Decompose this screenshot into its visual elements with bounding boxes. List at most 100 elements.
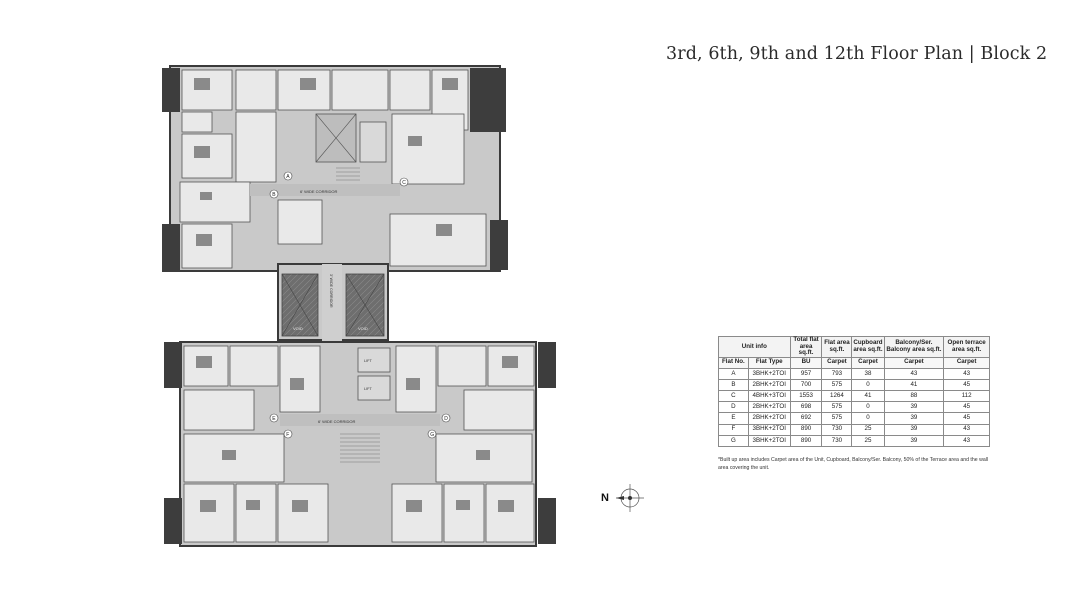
corridor-label-bottom: 6' WIDE CORRIDOR — [318, 419, 356, 424]
table-cell: 41 — [883, 378, 945, 392]
table-cell: 45 — [943, 378, 990, 392]
unit-info-header: Unit info — [718, 336, 791, 358]
table-cell: 39 — [883, 412, 945, 425]
table-cell: 45 — [943, 401, 990, 414]
unit-info-table-container: Unit info Total flat area sq.ft. Flat ar… — [718, 336, 990, 448]
table-cell: 2BHK+2TOI — [747, 401, 791, 414]
table-cell: A — [718, 367, 749, 380]
table-cell: 692 — [789, 412, 823, 425]
subheader-cell: Carpet — [943, 356, 990, 369]
table-cell: 575 — [821, 412, 853, 425]
flat-marker-d: D — [444, 416, 448, 422]
table-cell: 39 — [883, 423, 945, 436]
floor-plan: 6' WIDE CORRIDOR A B C VOID — [162, 65, 556, 547]
table-cell: 39 — [883, 401, 945, 414]
table-cell: 575 — [821, 378, 853, 392]
flat-marker-b: B — [272, 192, 276, 198]
void-label-2: VOID — [358, 326, 368, 331]
unit-info-table: Unit info Total flat area sq.ft. Flat ar… — [718, 336, 990, 448]
column-header: Flat area sq.ft. — [821, 336, 853, 358]
table-cell: 1264 — [821, 390, 853, 403]
table-cell: 41 — [851, 390, 885, 403]
table-cell: 575 — [821, 401, 853, 414]
terrace-block — [162, 224, 180, 272]
terrace-block — [490, 220, 508, 270]
subheader-cell: Carpet — [821, 356, 853, 369]
table-cell: E — [718, 412, 749, 425]
table-cell: G — [718, 434, 749, 448]
table-cell: 38 — [851, 367, 885, 380]
terrace-block — [470, 68, 506, 132]
flat-marker-a: A — [286, 174, 290, 180]
compass-north-label: N — [601, 492, 609, 504]
table-header-row: Unit info Total flat area sq.ft. Flat ar… — [718, 336, 990, 358]
column-header: Balcony/Ser. Balcony area sq.ft. — [883, 336, 945, 358]
table-cell: 1553 — [789, 390, 823, 403]
table-cell: C — [718, 390, 749, 403]
flat-marker-e: E — [272, 416, 276, 422]
table-cell: 730 — [821, 423, 853, 436]
table-cell: 3BHK+2TOI — [747, 367, 791, 380]
table-cell: 2BHK+2TOI — [747, 412, 791, 425]
corridor-vertical-label: 3' WIDE CORRIDOR — [329, 274, 333, 308]
column-header: Open terrace area sq.ft. — [943, 336, 990, 358]
table-cell: 88 — [883, 390, 945, 403]
subheader-cell: BU — [789, 356, 823, 369]
table-cell: F — [718, 423, 749, 436]
table-cell: D — [718, 401, 749, 414]
table-cell: 957 — [789, 367, 823, 380]
table-cell: 730 — [821, 434, 853, 448]
flat-marker-f: F — [286, 432, 289, 438]
table-cell: 43 — [943, 434, 990, 448]
column-header: Cupboard area sq.ft. — [851, 336, 885, 358]
terrace-block — [538, 498, 556, 544]
table-cell: 4BHK+3TOI — [747, 390, 791, 403]
table-cell: 3BHK+2TOI — [747, 434, 791, 448]
table-cell: 3BHK+2TOI — [747, 423, 791, 436]
table-subheader-row: Flat No. Flat Type BU Carpet Carpet Carp… — [718, 356, 990, 369]
table-cell: 0 — [851, 378, 885, 392]
table-cell: 25 — [851, 434, 885, 448]
column-header: Total flat area sq.ft. — [789, 336, 823, 358]
upper-wing: 6' WIDE CORRIDOR A B C — [162, 65, 508, 272]
void-label: VOID — [293, 326, 303, 331]
subheader-cell: Flat No. — [718, 356, 749, 369]
terrace-block — [164, 342, 182, 388]
table-cell: 43 — [943, 423, 990, 436]
table-cell: 43 — [943, 367, 990, 380]
central-spine: VOID VOID 3' WIDE CORRIDOR — [277, 263, 389, 404]
table-cell: 45 — [943, 412, 990, 425]
table-cell: 112 — [943, 390, 990, 403]
table-cell: 39 — [883, 434, 945, 448]
subheader-cell: Carpet — [851, 356, 885, 369]
terrace-block — [538, 342, 556, 388]
compass-icon — [616, 484, 644, 512]
table-cell: 43 — [883, 367, 945, 380]
subheader-cell: Flat Type — [747, 356, 791, 369]
lower-wing: LIFT LIFT 6' WIDE CORRIDOR E D F — [164, 341, 556, 547]
flat-marker-g: G — [430, 432, 434, 438]
subheader-cell: Carpet — [883, 356, 945, 369]
footnote: *Built up area includes Carpet area of t… — [718, 457, 989, 471]
table-cell: 25 — [851, 423, 885, 436]
lift-label-2: LIFT — [364, 387, 372, 391]
table-cell: 0 — [851, 401, 885, 414]
table-cell: B — [718, 378, 749, 392]
terrace-block — [162, 68, 180, 112]
table-cell: 698 — [789, 401, 823, 414]
page-title: 3rd, 6th, 9th and 12th Floor Plan | Bloc… — [666, 44, 1048, 64]
table-cell: 890 — [789, 423, 823, 436]
corridor-label: 6' WIDE CORRIDOR — [300, 189, 338, 194]
table-cell: 890 — [789, 434, 823, 448]
table-cell: 0 — [851, 412, 885, 425]
flat-marker-c: C — [402, 180, 406, 186]
terrace-block — [164, 498, 182, 544]
table-cell: 2BHK+2TOI — [747, 378, 791, 392]
table-cell: 700 — [789, 378, 823, 392]
